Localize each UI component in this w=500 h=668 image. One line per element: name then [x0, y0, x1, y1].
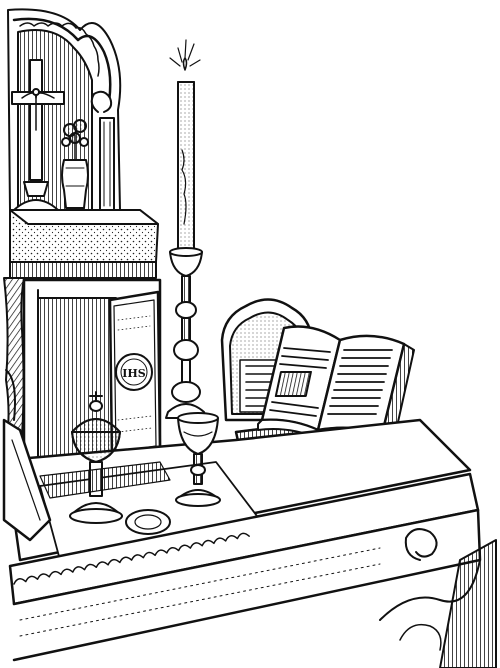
candlestick [165, 39, 207, 419]
shadow-band [39, 461, 171, 499]
altar-table [4, 418, 497, 668]
left-book [2, 369, 52, 542]
crucifix [11, 59, 65, 211]
ihs-monogram: IHS [122, 367, 146, 380]
chalice [175, 412, 221, 507]
paten [125, 509, 171, 535]
tabernacle-top [9, 209, 159, 279]
flower-vase [61, 119, 89, 209]
